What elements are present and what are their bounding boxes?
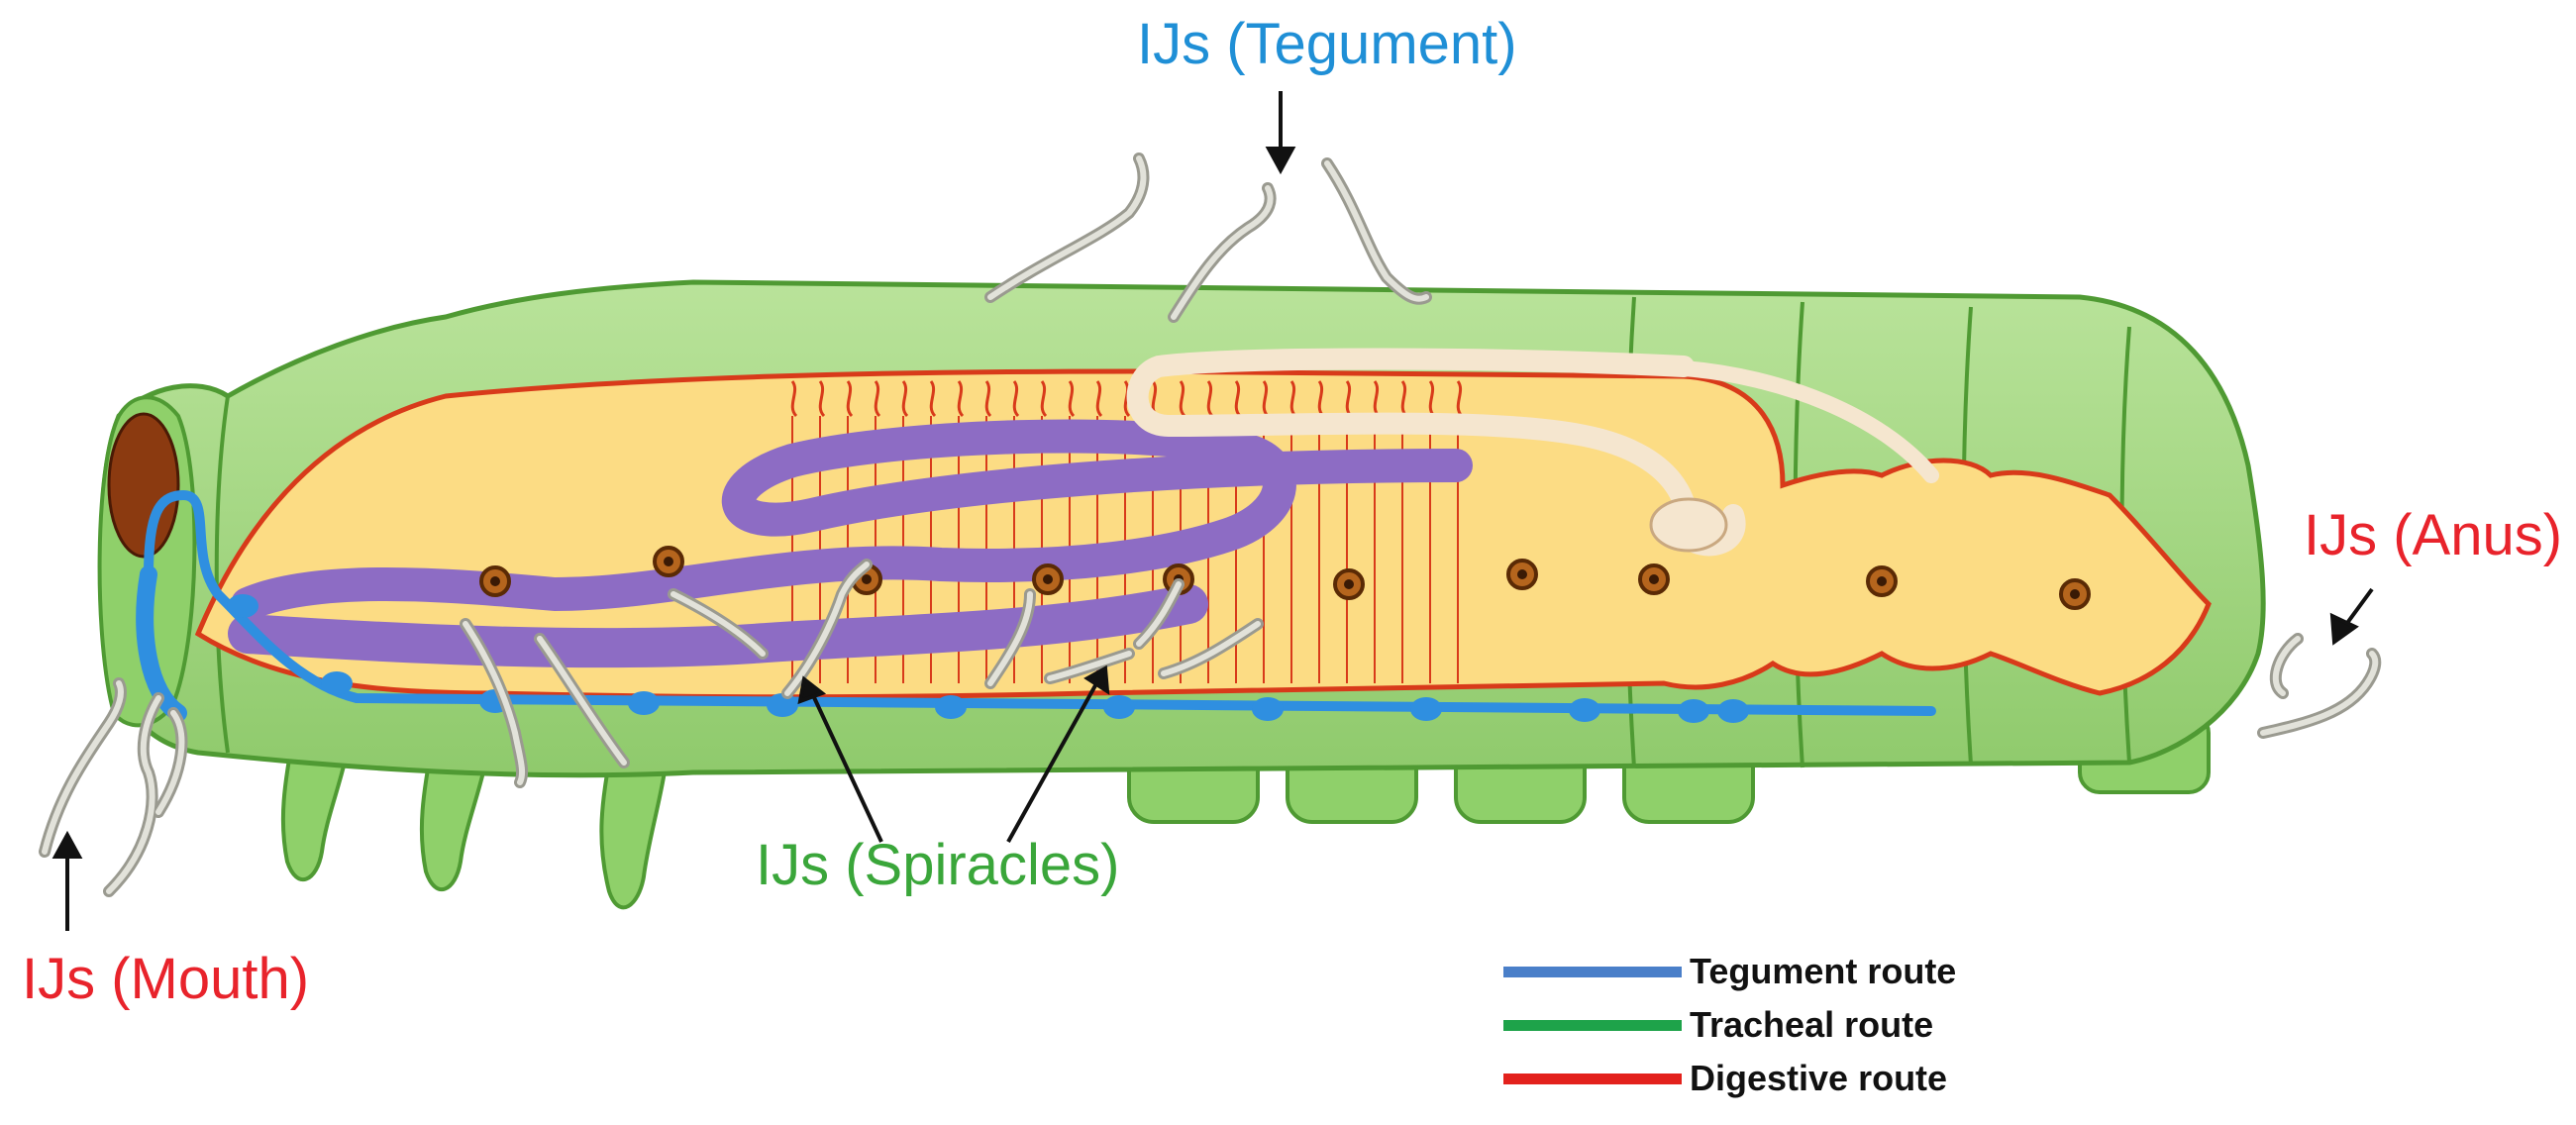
ganglion-icon <box>1678 699 1709 723</box>
gland-reservoir-icon <box>1649 497 1728 553</box>
legend-label-tracheal: Tracheal route <box>1690 1004 1934 1045</box>
nematode-highlight <box>1047 651 1132 681</box>
nematode-highlight <box>1136 581 1182 647</box>
gut-fold <box>1040 380 1048 418</box>
eye-icon <box>107 412 180 559</box>
ganglion-icon <box>1103 695 1135 719</box>
label-spiracles: IJs (Spiracles) <box>756 833 1120 897</box>
gut-fold <box>1206 380 1214 418</box>
ganglion-icon <box>227 594 258 618</box>
ganglion-icon <box>935 695 967 719</box>
gut-fold <box>790 380 798 418</box>
legend-swatch-tegument <box>1503 967 1682 977</box>
spiracle-center <box>664 557 673 566</box>
nematode-highlight <box>463 621 526 785</box>
label-mouth: IJs (Mouth) <box>22 947 310 1011</box>
nematode-highlight <box>2260 651 2379 736</box>
nematode-highlight <box>537 636 627 766</box>
gut-fold <box>1068 380 1076 418</box>
nematode-highlight <box>784 562 870 696</box>
gut-fold <box>1289 380 1297 418</box>
gut-fold <box>1179 380 1186 418</box>
nerve-cord <box>144 489 1936 716</box>
legend-swatch-tracheal <box>1503 1020 1682 1031</box>
nematode-highlight <box>1324 160 1429 302</box>
label-anus: IJs (Anus) <box>2304 503 2563 567</box>
ganglion-icon <box>1569 698 1600 722</box>
spiracle-center <box>1344 579 1354 589</box>
gut-fold <box>1456 380 1464 418</box>
spiracle-center <box>1517 569 1527 579</box>
spiracle-center <box>862 574 872 584</box>
nematode-highlight <box>2272 636 2301 696</box>
nematode-highlight <box>155 710 185 815</box>
nematode-highlight <box>1171 185 1274 320</box>
spiracle-center <box>1043 574 1053 584</box>
nematode-icon <box>984 153 1150 303</box>
spiracles <box>479 546 2091 610</box>
gut-fold <box>846 380 854 418</box>
malpighian-tubule <box>231 419 1473 621</box>
legend: Tegument route Tracheal route Digestive … <box>1503 951 2018 1099</box>
ganglion-icon <box>767 693 798 717</box>
gut-fold <box>984 380 992 418</box>
gut-fold <box>1123 380 1131 418</box>
spiracle-center <box>1877 576 1887 586</box>
ganglion-icon <box>1252 697 1284 721</box>
gut-fold <box>1095 380 1103 418</box>
legend-swatch-digestive <box>1503 1074 1682 1084</box>
label-tegument: IJs (Tegument) <box>1137 12 1517 76</box>
gut-fold <box>929 380 937 418</box>
nematode-highlight <box>987 591 1033 686</box>
gut-fold <box>901 380 909 418</box>
spiracle-center <box>490 576 500 586</box>
legend-label-tegument: Tegument route <box>1690 951 1957 991</box>
nematode-highlight <box>670 591 766 657</box>
gut-fold <box>1234 380 1242 418</box>
legend-label-digestive: Digestive route <box>1690 1058 1948 1098</box>
nematode-highlight <box>987 155 1147 300</box>
pointer-arrows <box>52 91 2374 931</box>
ganglion-icon <box>628 691 660 715</box>
nematode-highlight <box>1161 621 1261 676</box>
gut-fold <box>957 380 965 418</box>
spiracle-center <box>1649 574 1659 584</box>
ganglion-icon <box>1410 697 1442 721</box>
spiracle-center <box>2070 589 2080 599</box>
nematode-highlight <box>106 695 161 894</box>
gut-fold <box>818 380 826 418</box>
nematode-highlight <box>42 680 124 855</box>
gut-fold <box>874 380 881 418</box>
gut-fold <box>1012 380 1020 418</box>
ganglion-icon <box>321 671 353 695</box>
gut-fold <box>1262 380 1270 418</box>
ganglion-icon <box>1717 699 1749 723</box>
